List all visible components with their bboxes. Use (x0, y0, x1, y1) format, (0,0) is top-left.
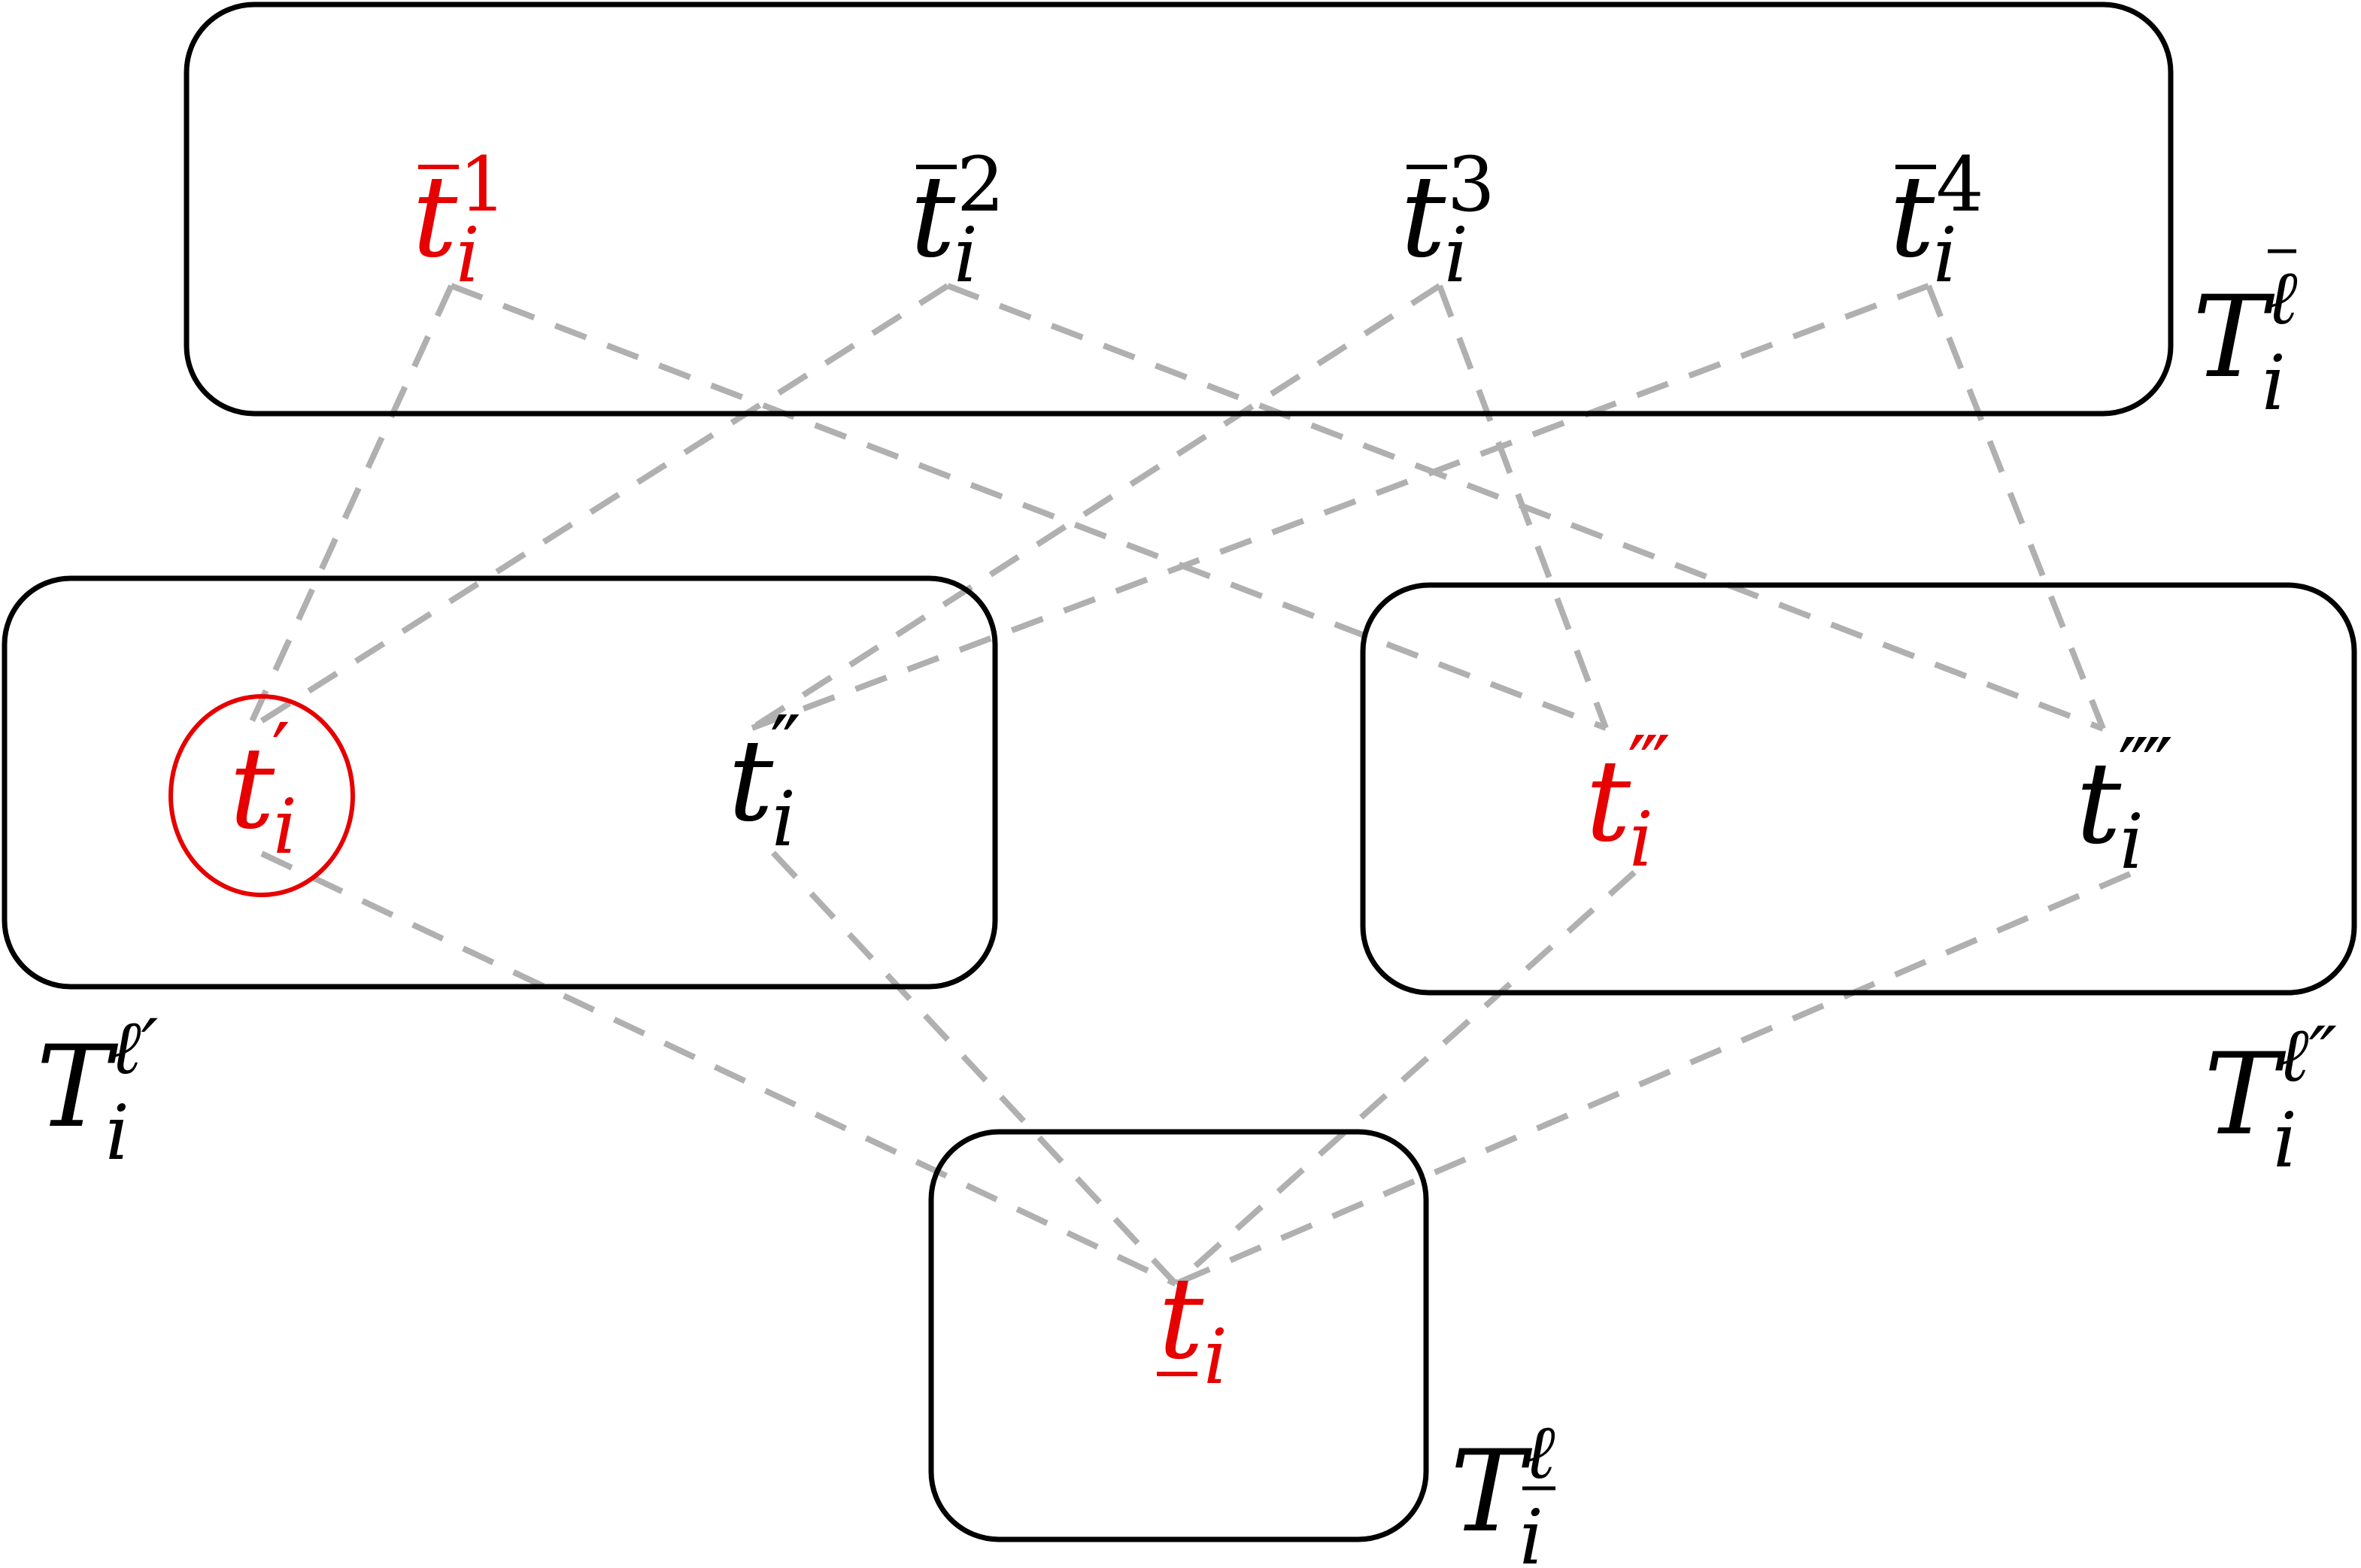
group-label-middle-right: Tℓ″i (2204, 1011, 2337, 1184)
node-subscript: i (954, 211, 978, 299)
group-label-base: T (36, 1022, 119, 1153)
node-subscript: i (273, 783, 297, 871)
node-base-symbol: t (910, 152, 956, 283)
group-label-middle-left: Tℓ′i (36, 1003, 159, 1177)
group-label-bottom: Tℓi (1450, 1408, 1555, 1568)
node-base-symbol: t (1158, 1254, 1204, 1385)
node-t2p: t″i (728, 698, 801, 863)
group-box-top (184, 2, 2174, 417)
group-box-middle-left (2, 575, 998, 990)
edge-tbar3-to-t2p (750, 283, 1442, 731)
node-base-symbol: t (412, 152, 458, 283)
edge-t3p-to-tunder (1173, 870, 1637, 1286)
boxes-layer (2, 2, 2357, 1542)
group-label-subscript: i (2273, 1096, 2297, 1184)
node-superscript: 2 (957, 141, 1005, 229)
group-label-subscript: i (1519, 1494, 1543, 1568)
edges-layer (245, 283, 2132, 1287)
edge-t2p-to-tunder (771, 851, 1178, 1286)
node-superscript: ⁗ (2118, 720, 2173, 817)
node-base-symbol: t (1889, 152, 1935, 283)
group-label-subscript: i (2262, 339, 2286, 427)
group-label-base: T (2193, 272, 2275, 403)
node-superscript: ‴ (1628, 718, 1671, 814)
edge-t4p-to-tunder (1174, 871, 2132, 1287)
node-subscript: i (456, 211, 480, 299)
edge-tbar2-to-t1p (246, 283, 950, 732)
node-subscript: i (1444, 211, 1468, 299)
node-subscript: i (2120, 798, 2144, 886)
group-label-superscript: ℓ′ (110, 1003, 159, 1091)
node-subscript: i (1629, 796, 1653, 884)
group-label-base: T (1450, 1427, 1533, 1557)
node-base-symbol: t (2076, 739, 2122, 869)
edge-tbar4-to-t4p (1926, 284, 2106, 730)
node-base-symbol: t (1401, 152, 1446, 283)
group-label-superscript: ℓ″ (2278, 1011, 2337, 1099)
edge-tbar1-to-t3p (450, 283, 1607, 731)
edge-tbar3-to-t3p (1437, 284, 1609, 729)
edge-tbar4-to-t2p (751, 283, 1930, 731)
node-superscript: ″ (770, 698, 801, 794)
node-subscript: i (1933, 211, 1957, 299)
node-t4p: t⁗i (2076, 720, 2173, 886)
node-t3p: t‴i (1586, 718, 1671, 884)
edge-t1p-to-tunder (260, 851, 1177, 1287)
node-superscript: 3 (1447, 141, 1495, 229)
node-superscript: 4 (1936, 141, 1984, 229)
node-base-symbol: t (728, 716, 774, 847)
group-label-superscript: ℓ (1524, 1408, 1555, 1496)
group-box-middle-right (1360, 582, 2357, 996)
node-subscript: i (1203, 1313, 1228, 1401)
group-label-superscript: ℓ (2266, 253, 2298, 341)
group-label-top: Tℓi (2193, 249, 2298, 427)
node-t1p: t′i (168, 694, 355, 897)
group-label-base: T (2204, 1030, 2287, 1160)
node-superscript: 1 (459, 141, 507, 229)
edge-tbar1-to-t1p (245, 284, 454, 731)
node-base-symbol: t (229, 723, 275, 854)
highlight-circle (168, 694, 355, 897)
group-label-subscript: i (105, 1089, 129, 1177)
node-superscript: ′ (272, 705, 290, 802)
group-box-bottom (928, 1129, 1429, 1542)
node-base-symbol: t (1586, 736, 1631, 867)
node-subscript: i (772, 775, 796, 863)
